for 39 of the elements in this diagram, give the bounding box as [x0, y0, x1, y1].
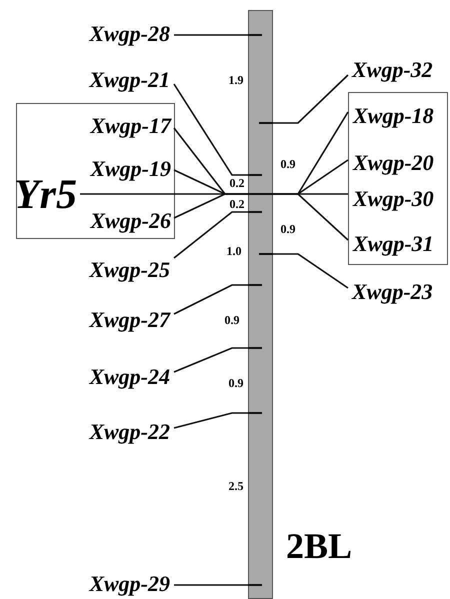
marker-label: Xwgp-24 [72, 363, 170, 391]
marker-label: Xwgp-22 [72, 418, 170, 446]
distance-label: 2.5 [228, 480, 244, 492]
marker-label: Xwgp-26 [73, 207, 171, 235]
leader-line [174, 284, 248, 315]
marker-label: Xwgp-17 [73, 112, 171, 140]
distance-label: 1.0 [226, 245, 242, 257]
marker-label: Xwgp-30 [353, 185, 449, 213]
leader-line [273, 253, 348, 289]
leader-line [273, 193, 349, 241]
distance-label: 1.9 [228, 74, 244, 86]
marker-group-box [348, 92, 448, 265]
leader-line [174, 347, 248, 373]
leader-line [174, 211, 248, 259]
marker-label: Xwgp-31 [353, 230, 449, 258]
leader-line [173, 84, 248, 176]
distance-label: 0.9 [280, 158, 296, 170]
marker-label: Xwgp-29 [72, 570, 170, 598]
leader-line [273, 74, 349, 124]
marker-label: Xwgp-21 [72, 66, 170, 94]
marker-group-box [16, 103, 175, 239]
distance-label: 0.2 [230, 198, 244, 210]
leader-line [174, 412, 248, 429]
distance-label: 0.2 [230, 177, 244, 189]
chromosome-label: 2BL [286, 528, 352, 564]
marker-label: Xwgp-20 [353, 149, 449, 177]
marker-label: Xwgp-25 [72, 256, 170, 284]
marker-label: Xwgp-18 [353, 102, 449, 130]
distance-label: 0.9 [280, 223, 296, 235]
marker-label: Xwgp-28 [72, 20, 170, 48]
leader-line [174, 584, 248, 586]
marker-label: Xwgp-32 [352, 56, 448, 84]
marker-label: Xwgp-23 [352, 278, 448, 306]
leader-line [174, 193, 248, 219]
marker-label: Xwgp-27 [72, 306, 170, 334]
chromosome-bar [248, 10, 273, 599]
distance-label: 0.9 [228, 377, 244, 389]
leader-line [174, 34, 248, 36]
distance-label: 0.9 [224, 314, 240, 326]
